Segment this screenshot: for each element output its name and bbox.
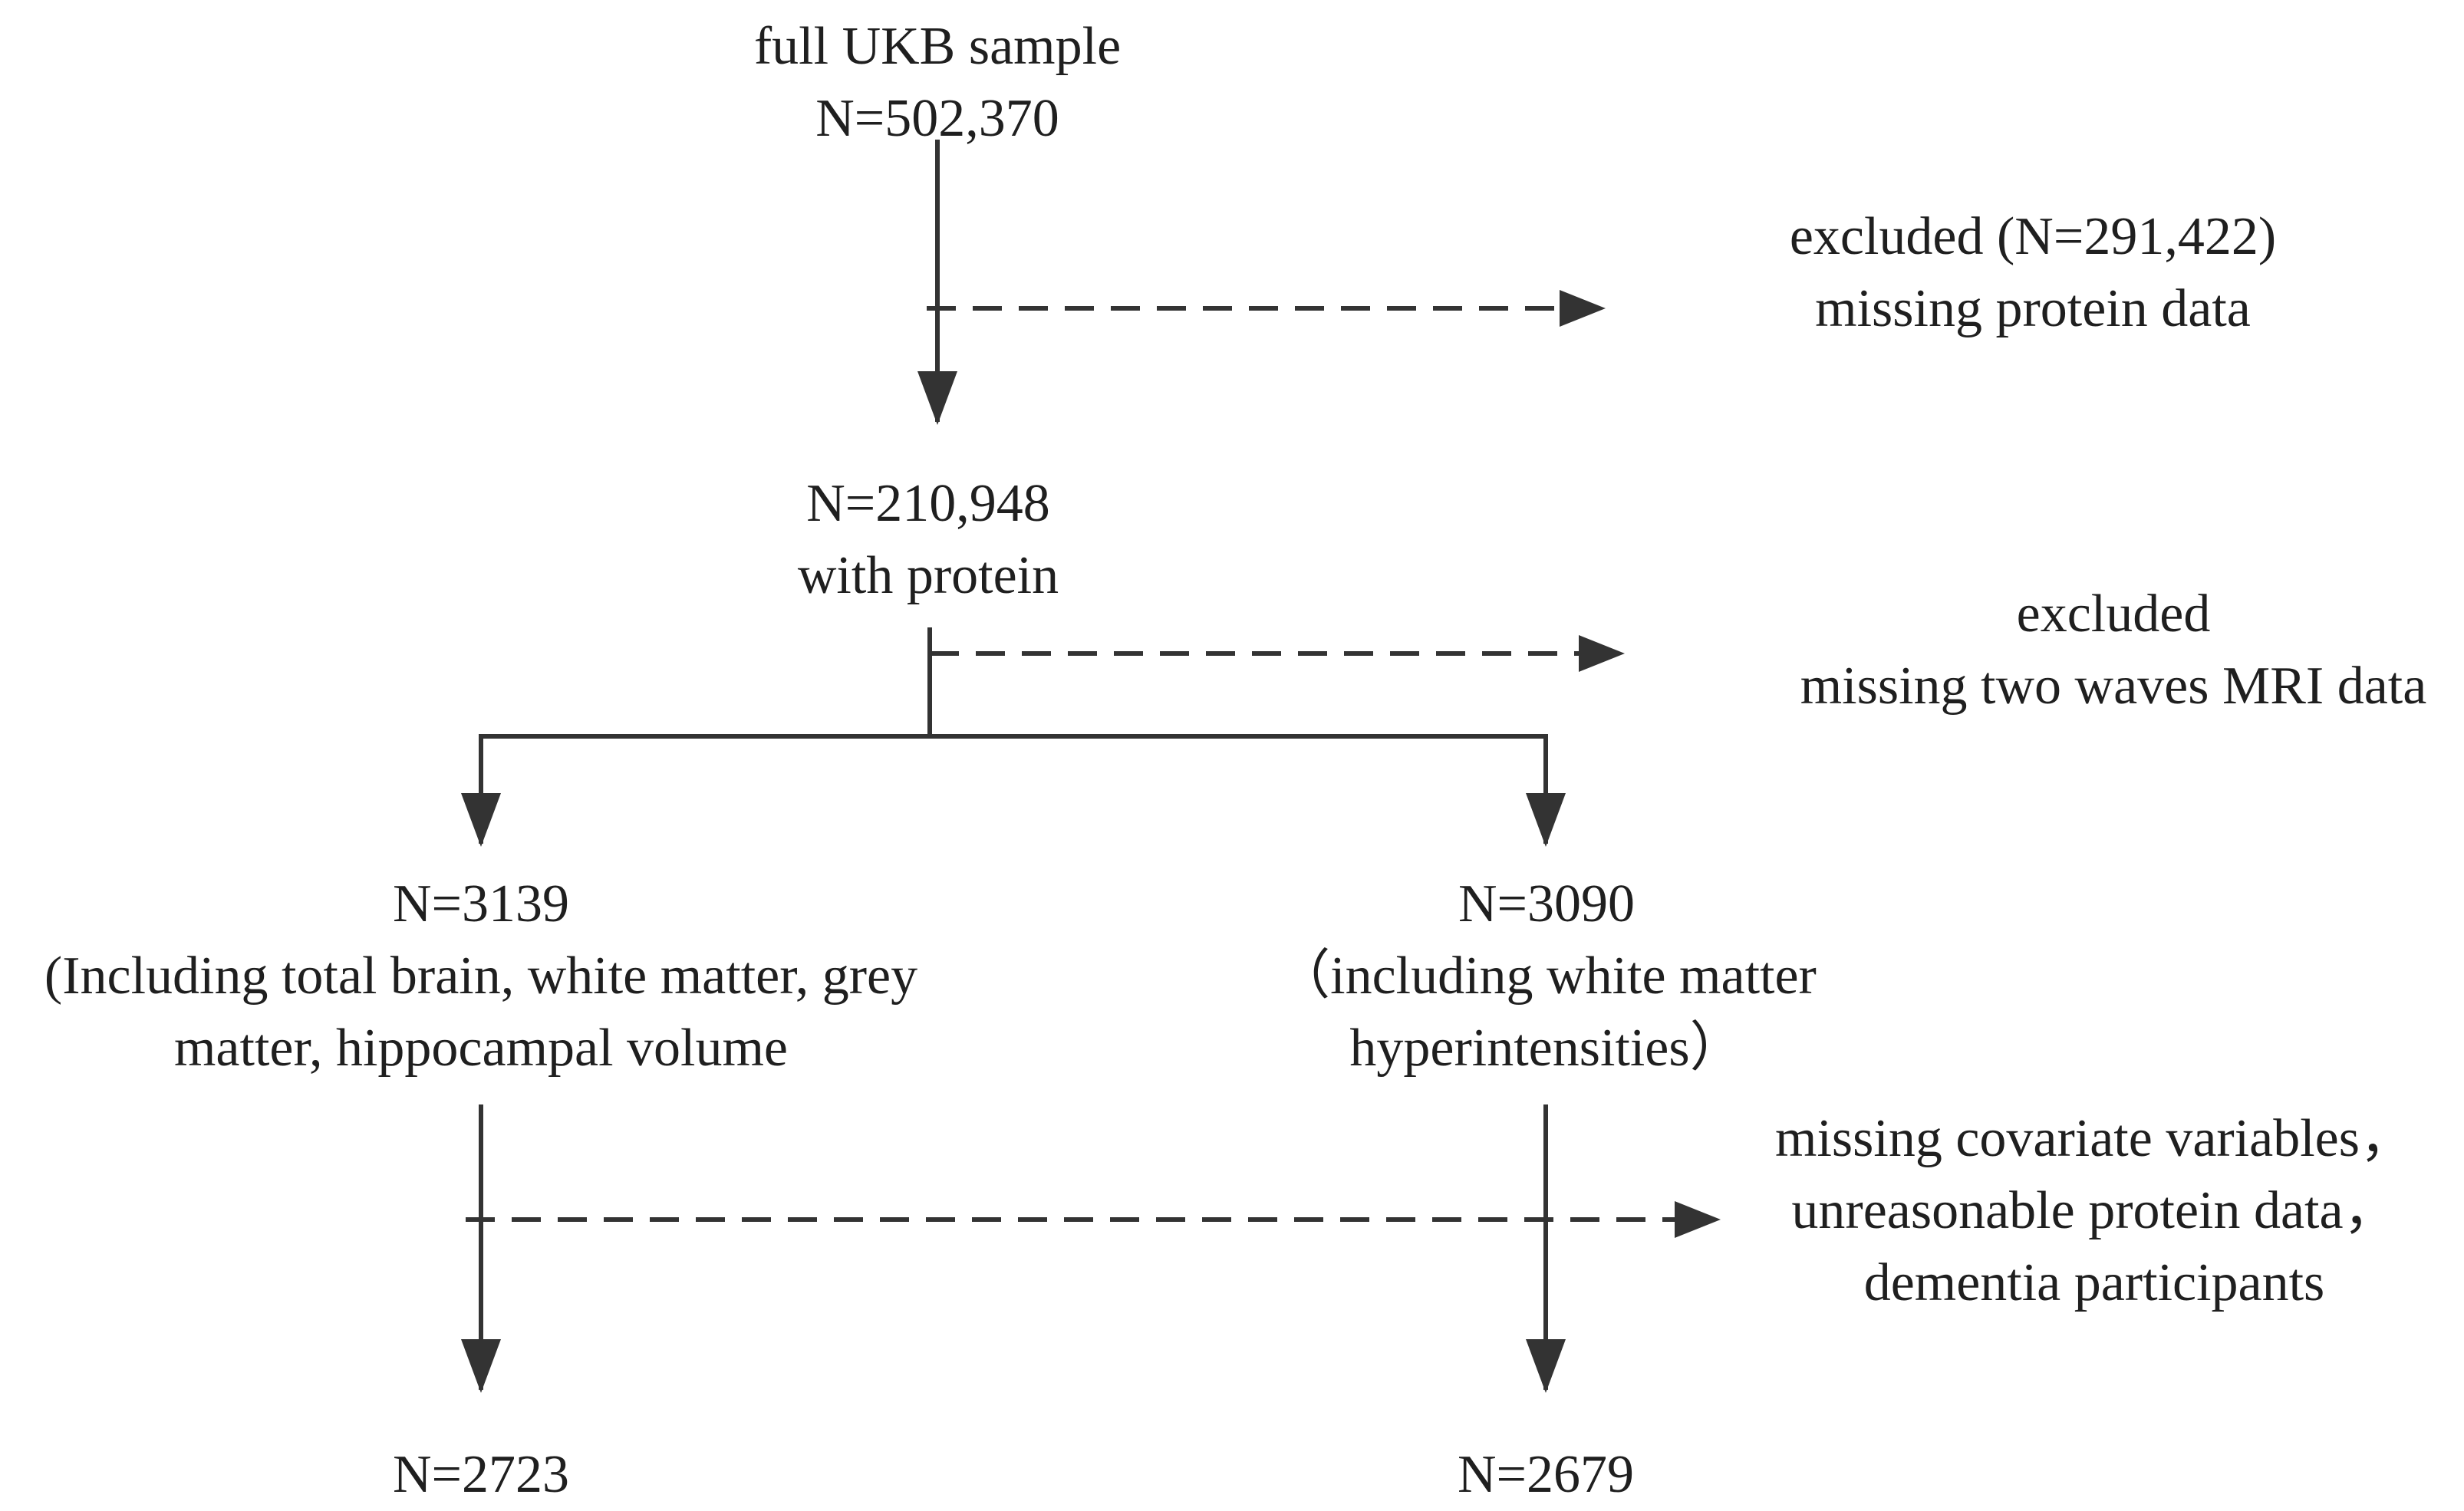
excluded-protein-reason: missing protein data <box>1815 279 2251 338</box>
excluded-mri-title: excluded <box>2016 584 2211 644</box>
node-left-final: N=2723 <box>251 1439 711 1511</box>
left-branch-desc-1: (Including total brain, white matter, gr… <box>44 946 918 1006</box>
right-branch-desc-2: hyperintensities） <box>1349 1019 1744 1078</box>
node-excluded-covariates: missing covariate variables， unreasonabl… <box>1734 1103 2455 1319</box>
full-sample-title: full UKB sample <box>753 17 1122 76</box>
right-branch-desc-1: （including white matter <box>1276 946 1817 1006</box>
node-right-branch: N=3090 （including white matter hyperinte… <box>1240 868 1853 1085</box>
full-sample-count: N=502,370 <box>815 89 1059 148</box>
left-final-count: N=2723 <box>392 1445 570 1504</box>
node-full-sample: full UKB sample N=502,370 <box>631 11 1244 155</box>
node-excluded-mri: excluded missing two waves MRI data <box>1764 578 2462 723</box>
node-left-branch: N=3139 (Including total brain, white mat… <box>0 868 962 1085</box>
excluded-covariates-1: missing covariate variables， <box>1775 1109 2413 1168</box>
left-branch-count: N=3139 <box>392 874 570 933</box>
right-branch-count: N=3090 <box>1458 874 1636 933</box>
node-right-final: N=2679 <box>1316 1439 1776 1511</box>
right-final-count: N=2679 <box>1457 1445 1635 1504</box>
with-protein-count: N=210,948 <box>806 474 1050 533</box>
excluded-covariates-2: unreasonable protein data， <box>1791 1181 2397 1240</box>
node-excluded-protein: excluded (N=291,422) missing protein dat… <box>1726 201 2340 345</box>
with-protein-label: with protein <box>797 546 1059 605</box>
node-with-protein: N=210,948 with protein <box>621 468 1235 612</box>
excluded-mri-reason: missing two waves MRI data <box>1800 657 2427 716</box>
left-branch-desc-2: matter, hippocampal volume <box>173 1019 788 1078</box>
excluded-covariates-3: dementia participants <box>1863 1253 2325 1312</box>
excluded-protein-count: excluded (N=291,422) <box>1789 207 2277 266</box>
